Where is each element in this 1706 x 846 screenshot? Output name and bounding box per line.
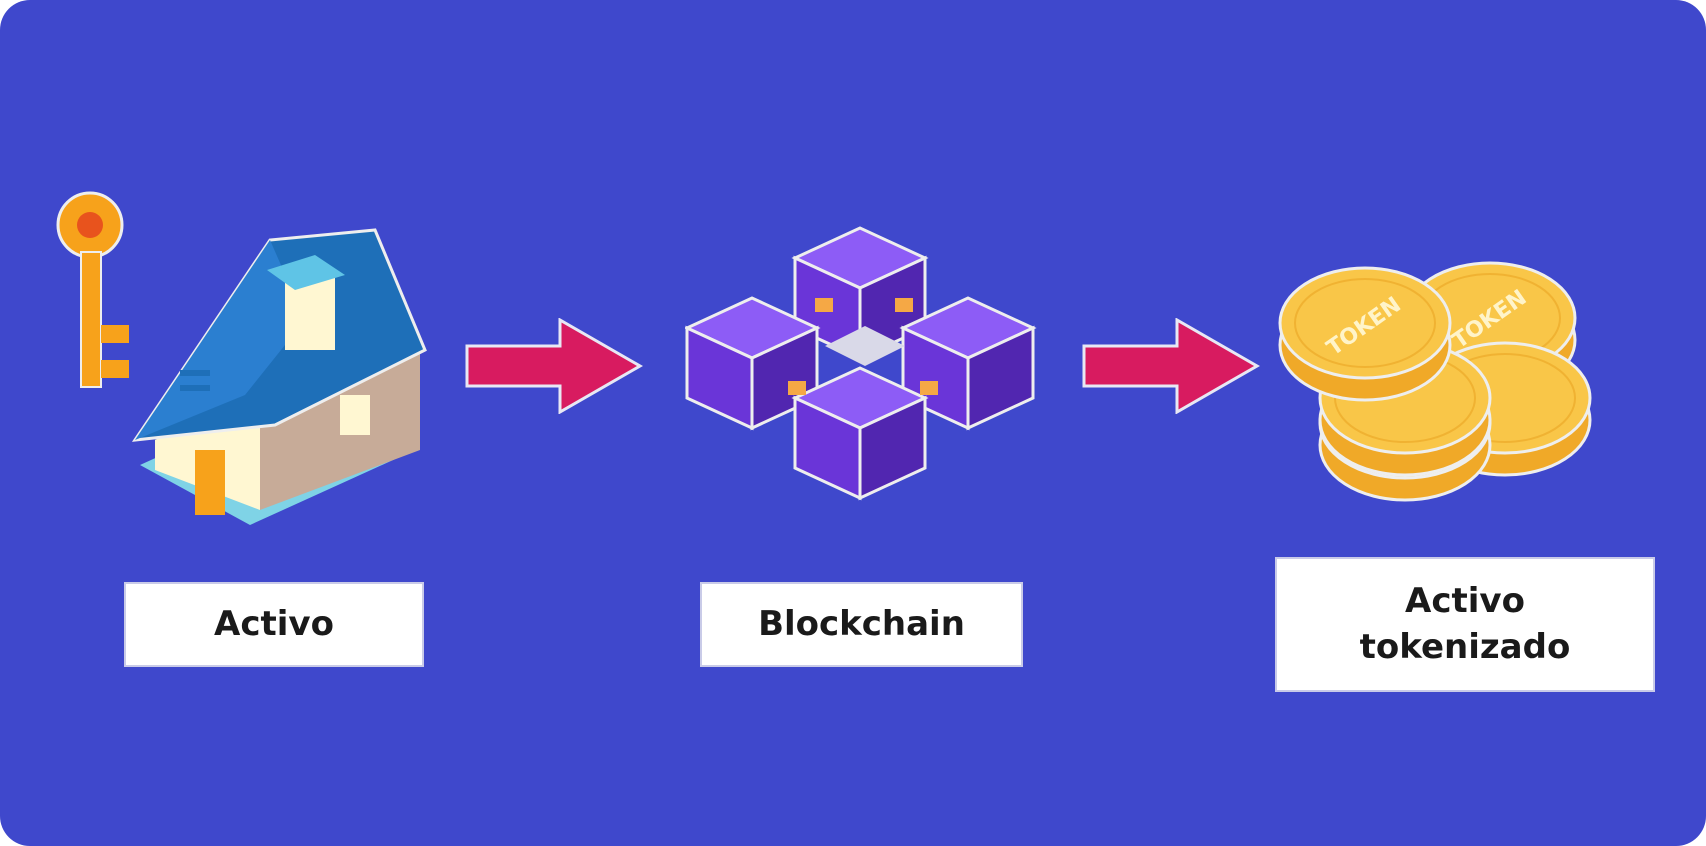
step-label-activo-tokenizado: Activo tokenizado bbox=[1275, 557, 1655, 692]
label-line: Activo bbox=[1405, 580, 1525, 621]
label-line: tokenizado bbox=[1359, 626, 1571, 667]
house-with-key-icon bbox=[56, 191, 427, 525]
step-label-blockchain: Blockchain bbox=[700, 582, 1023, 667]
arrow-right-icon bbox=[1082, 318, 1260, 414]
token-coins-icon: TOKEN TOKEN bbox=[1278, 261, 1592, 502]
arrow-right-icon bbox=[465, 318, 643, 414]
key-icon bbox=[56, 191, 129, 388]
step-label-activo: Activo bbox=[124, 582, 424, 667]
blockchain-cubes-icon bbox=[685, 226, 1035, 500]
